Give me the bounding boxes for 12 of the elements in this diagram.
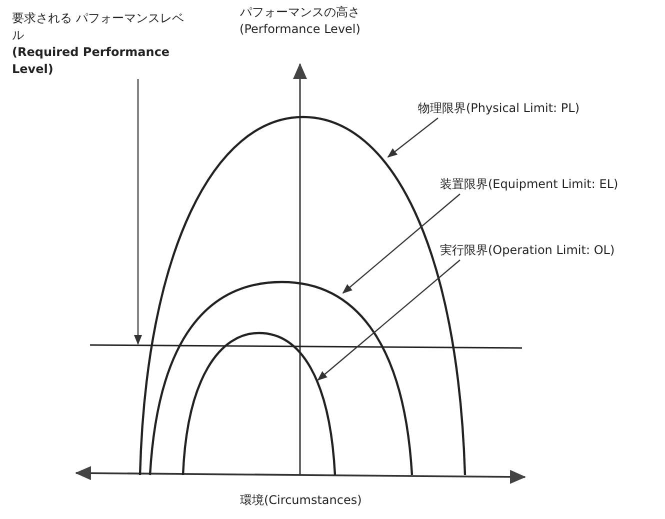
leader-line: [387, 118, 438, 158]
axis-title: パフォーマンスの高さ (Performance Level): [238, 4, 362, 38]
required-level-line: [90, 344, 522, 349]
callout-label: 物理限界(Physical Limit: PL): [418, 100, 580, 117]
leader-line: [317, 260, 460, 381]
callout-label: 装置限界(Equipment Limit: EL): [440, 176, 618, 193]
axis-title: 環境(Circumstances): [240, 492, 363, 509]
callout-label: 実行限界(Operation Limit: OL): [440, 242, 615, 259]
leader-line: [134, 79, 142, 345]
callout-label: 要求される パフォーマンスレベル: [12, 10, 185, 44]
callout-label: (Required Performance Level): [12, 44, 171, 78]
leader-line: [342, 194, 460, 294]
